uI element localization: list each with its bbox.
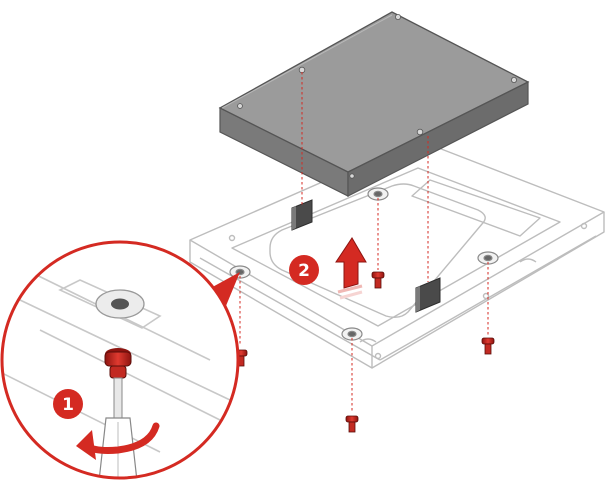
screwdriver-icon [97, 377, 139, 478]
lift-up-arrow-icon [335, 237, 367, 300]
step-1-badge: 1 [53, 389, 83, 419]
screw-icon [345, 415, 359, 433]
zoom-callout [0, 240, 240, 480]
drive-bracket [189, 139, 605, 369]
alignment-guides [239, 72, 489, 412]
screw-icon [481, 337, 495, 355]
screw-icon [104, 348, 132, 379]
step-2-number: 2 [298, 261, 310, 281]
storage-drive [218, 11, 530, 197]
rotate-counterclockwise-arrow-icon [76, 422, 160, 460]
step-2-badge: 2 [289, 255, 319, 285]
screw-icon [371, 271, 385, 289]
step-1-number: 1 [62, 395, 74, 415]
bracket-clips [291, 199, 441, 313]
